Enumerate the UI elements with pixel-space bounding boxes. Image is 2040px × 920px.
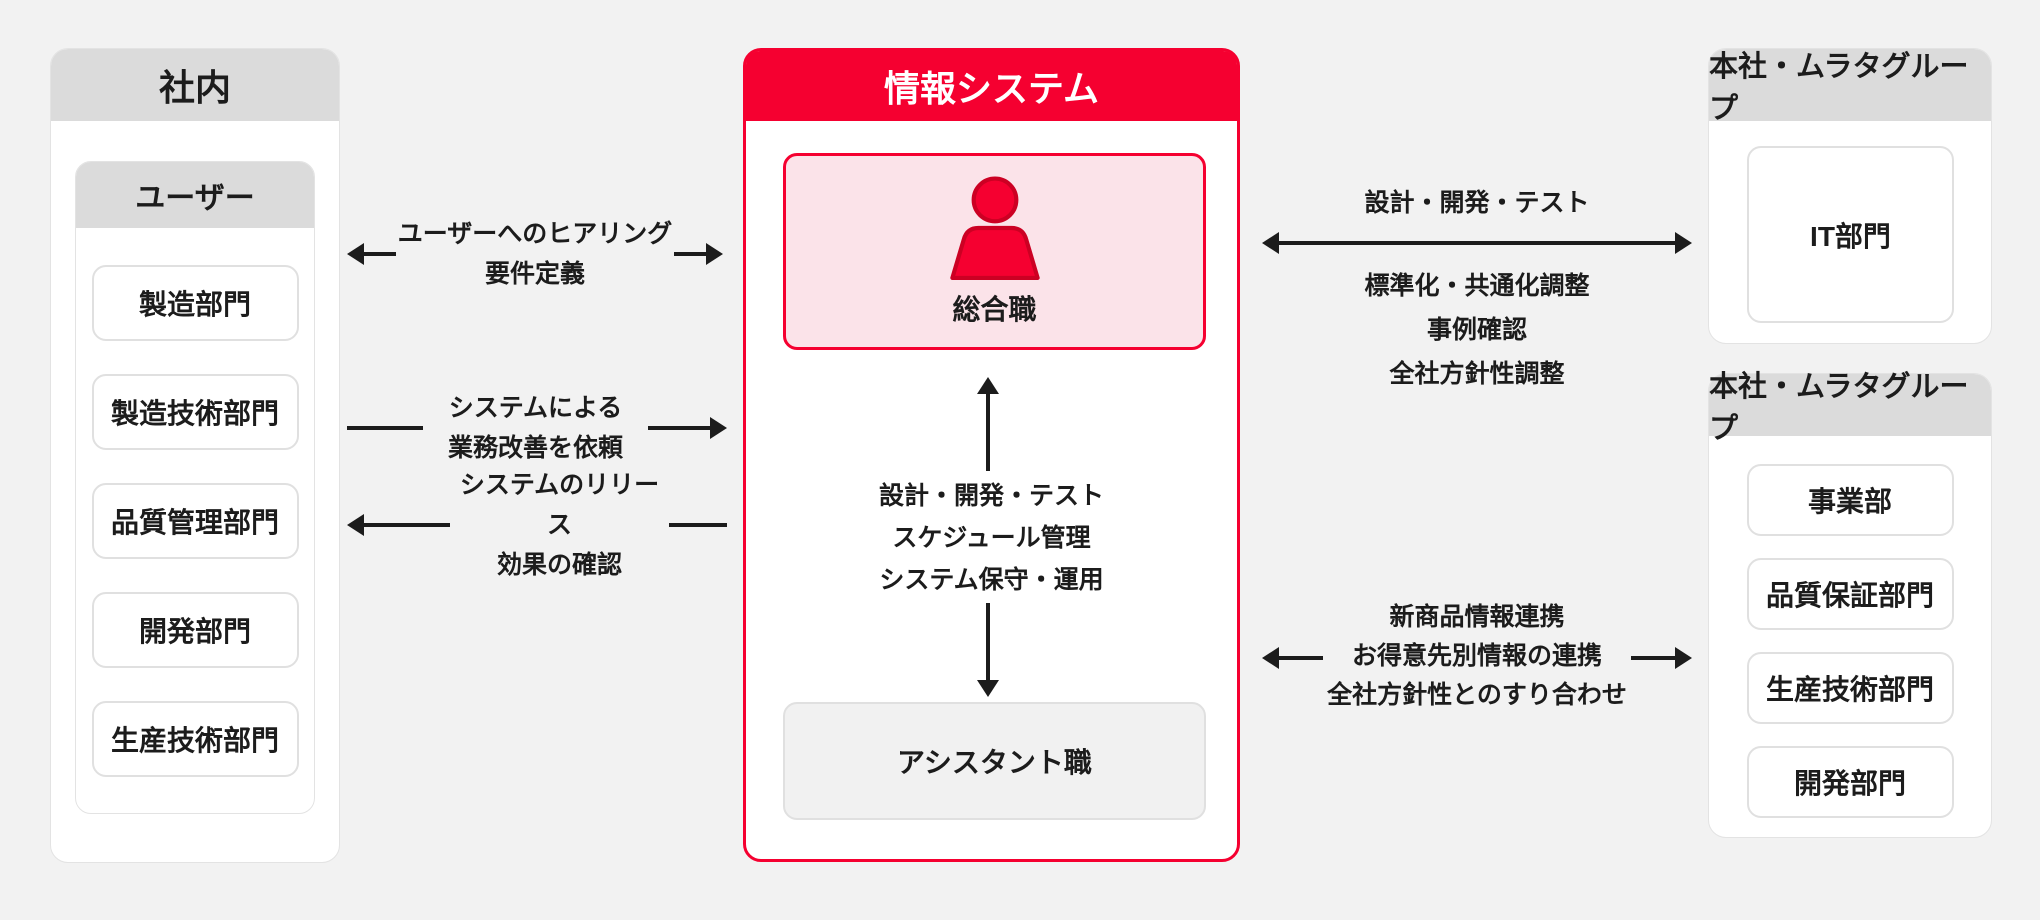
label-line: 業務改善を依頼 <box>447 434 623 462</box>
panel-internal-title: 社内 <box>51 49 339 121</box>
dept-seisan-gijutsu: 生産技術部門 <box>91 701 299 777</box>
arrow-left-shaft <box>364 523 450 527</box>
person-icon <box>949 176 1040 280</box>
label-line: ユーザーへのヒアリング <box>397 220 673 248</box>
line-segment <box>669 523 727 527</box>
connection-request: システムによる 業務改善を依頼 <box>347 378 727 478</box>
dept-jigyobu: 事業部 <box>1746 464 1954 536</box>
arrow-both-left-head <box>1262 232 1279 254</box>
assistant-role-card: アシスタント職 <box>783 702 1206 820</box>
arrow-right-shaft <box>648 426 710 430</box>
connection-request-label: システムによる 業務改善を依頼 <box>423 388 648 468</box>
arrow-right-shaft <box>1631 656 1675 660</box>
label-line: システムのリリース <box>459 471 660 539</box>
arrow-left-icon <box>347 243 396 265</box>
connection-it-collab: 設計・開発・テスト 標準化・共通化調整 事例確認 全社方針性調整 <box>1262 184 1692 396</box>
arrow-left-shaft <box>364 252 396 256</box>
arrow-up-head <box>977 377 999 394</box>
panel-hq-it-title: 本社・ムラタグループ <box>1709 49 1991 125</box>
label-line: 標準化・共通化調整 <box>1364 272 1590 300</box>
label-line: 全社方針性とのすり合わせ <box>1327 681 1627 709</box>
label-line: 効果の確認 <box>496 551 622 579</box>
arrow-right-icon <box>648 417 727 439</box>
arrow-right-icon <box>1631 647 1692 669</box>
arrow-left-shaft <box>1279 656 1323 660</box>
user-department-list: 製造部門 製造技術部門 品質管理部門 開発部門 生産技術部門 <box>76 228 314 777</box>
arrow-left-head <box>347 514 364 536</box>
dept-kaihatsu-hq: 開発部門 <box>1746 746 1954 818</box>
connection-it-label-above: 設計・開発・テスト <box>1364 189 1590 217</box>
connection-group-collab: 新商品情報連携 お得意先別情報の連携 全社方針性とのすり合わせ <box>1262 598 1692 718</box>
label-line: お得意先別情報の連携 <box>1351 642 1602 670</box>
line-segment <box>347 426 423 430</box>
label-line: システムによる <box>448 394 623 422</box>
connection-group-label: 新商品情報連携 お得意先別情報の連携 全社方針性とのすり合わせ <box>1262 598 1692 715</box>
dept-seisan-gijutsu-hq: 生産技術部門 <box>1746 652 1954 724</box>
dept-hinshitsu-hosho: 品質保証部門 <box>1746 558 1954 630</box>
task-line: 設計・開発・テスト <box>878 482 1104 510</box>
arrow-left-icon <box>347 514 450 536</box>
panel-internal: 社内 ユーザー 製造部門 製造技術部門 品質管理部門 開発部門 生産技術部門 <box>50 48 340 863</box>
arrow-right-head <box>710 417 727 439</box>
arrow-left-head <box>1262 647 1279 669</box>
arrow-up-icon <box>976 377 1000 471</box>
dept-seizo: 製造部門 <box>91 265 299 341</box>
arrow-right-head <box>1675 647 1692 669</box>
connection-hearing-label: ユーザーへのヒアリング 要件定義 <box>396 214 674 294</box>
label-line: 事例確認 <box>1426 316 1527 344</box>
arrow-down-icon <box>976 603 1000 697</box>
arrow-both-icon <box>1262 232 1692 254</box>
connection-release: システムのリリース 効果の確認 <box>347 471 727 579</box>
panel-hq-group-title: 本社・ムラタグループ <box>1709 371 1991 445</box>
connection-release-label: システムのリリース 効果の確認 <box>450 465 669 585</box>
panel-hq-group: 本社・ムラタグループ 事業部 品質保証部門 生産技術部門 開発部門 <box>1708 371 1992 838</box>
arrow-right-head <box>706 243 723 265</box>
label-line: 要件定義 <box>484 260 585 288</box>
arrow-down-shaft <box>986 603 990 680</box>
dept-kaihatsu: 開発部門 <box>91 592 299 668</box>
arrow-up-shaft <box>986 394 990 471</box>
sogo-role-card: 総合職 <box>783 153 1206 350</box>
arrow-right-shaft <box>674 252 706 256</box>
arrow-left-head <box>347 243 364 265</box>
dept-hinshitsu-kanri: 品質管理部門 <box>91 483 299 559</box>
panel-info-system: 情報システム 総合職 設計・開発・テスト スケジュール管理 システム保守・運用 … <box>743 48 1240 862</box>
arrow-right-icon <box>674 243 723 265</box>
task-line: システム保守・運用 <box>879 566 1104 594</box>
hq-department-list: 事業部 品質保証部門 生産技術部門 開発部門 <box>1709 436 1991 818</box>
arrow-left-icon <box>1262 647 1323 669</box>
connection-it-labels-below: 標準化・共通化調整 事例確認 全社方針性調整 <box>1262 264 1692 396</box>
user-group-title: ユーザー <box>76 162 314 228</box>
user-group: ユーザー 製造部門 製造技術部門 品質管理部門 開発部門 生産技術部門 <box>75 161 315 814</box>
panel-hq-it: 本社・ムラタグループ IT部門 <box>1708 48 1992 344</box>
dept-seizo-gijutsu: 製造技術部門 <box>91 374 299 450</box>
label-line: 新商品情報連携 <box>1389 603 1565 631</box>
arrow-both-shaft <box>1279 241 1675 245</box>
panel-info-system-title: 情報システム <box>746 51 1237 121</box>
arrow-down-head <box>977 680 999 697</box>
dept-it: IT部門 <box>1747 146 1954 323</box>
info-system-tasks: 設計・開発・テスト スケジュール管理 システム保守・運用 <box>746 475 1237 601</box>
sogo-role-label: 総合職 <box>952 294 1037 325</box>
connection-hearing: ユーザーへのヒアリング 要件定義 <box>347 202 723 306</box>
label-line: 全社方針性調整 <box>1389 360 1565 388</box>
task-line: スケジュール管理 <box>892 524 1091 552</box>
arrow-both-right-head <box>1675 232 1692 254</box>
